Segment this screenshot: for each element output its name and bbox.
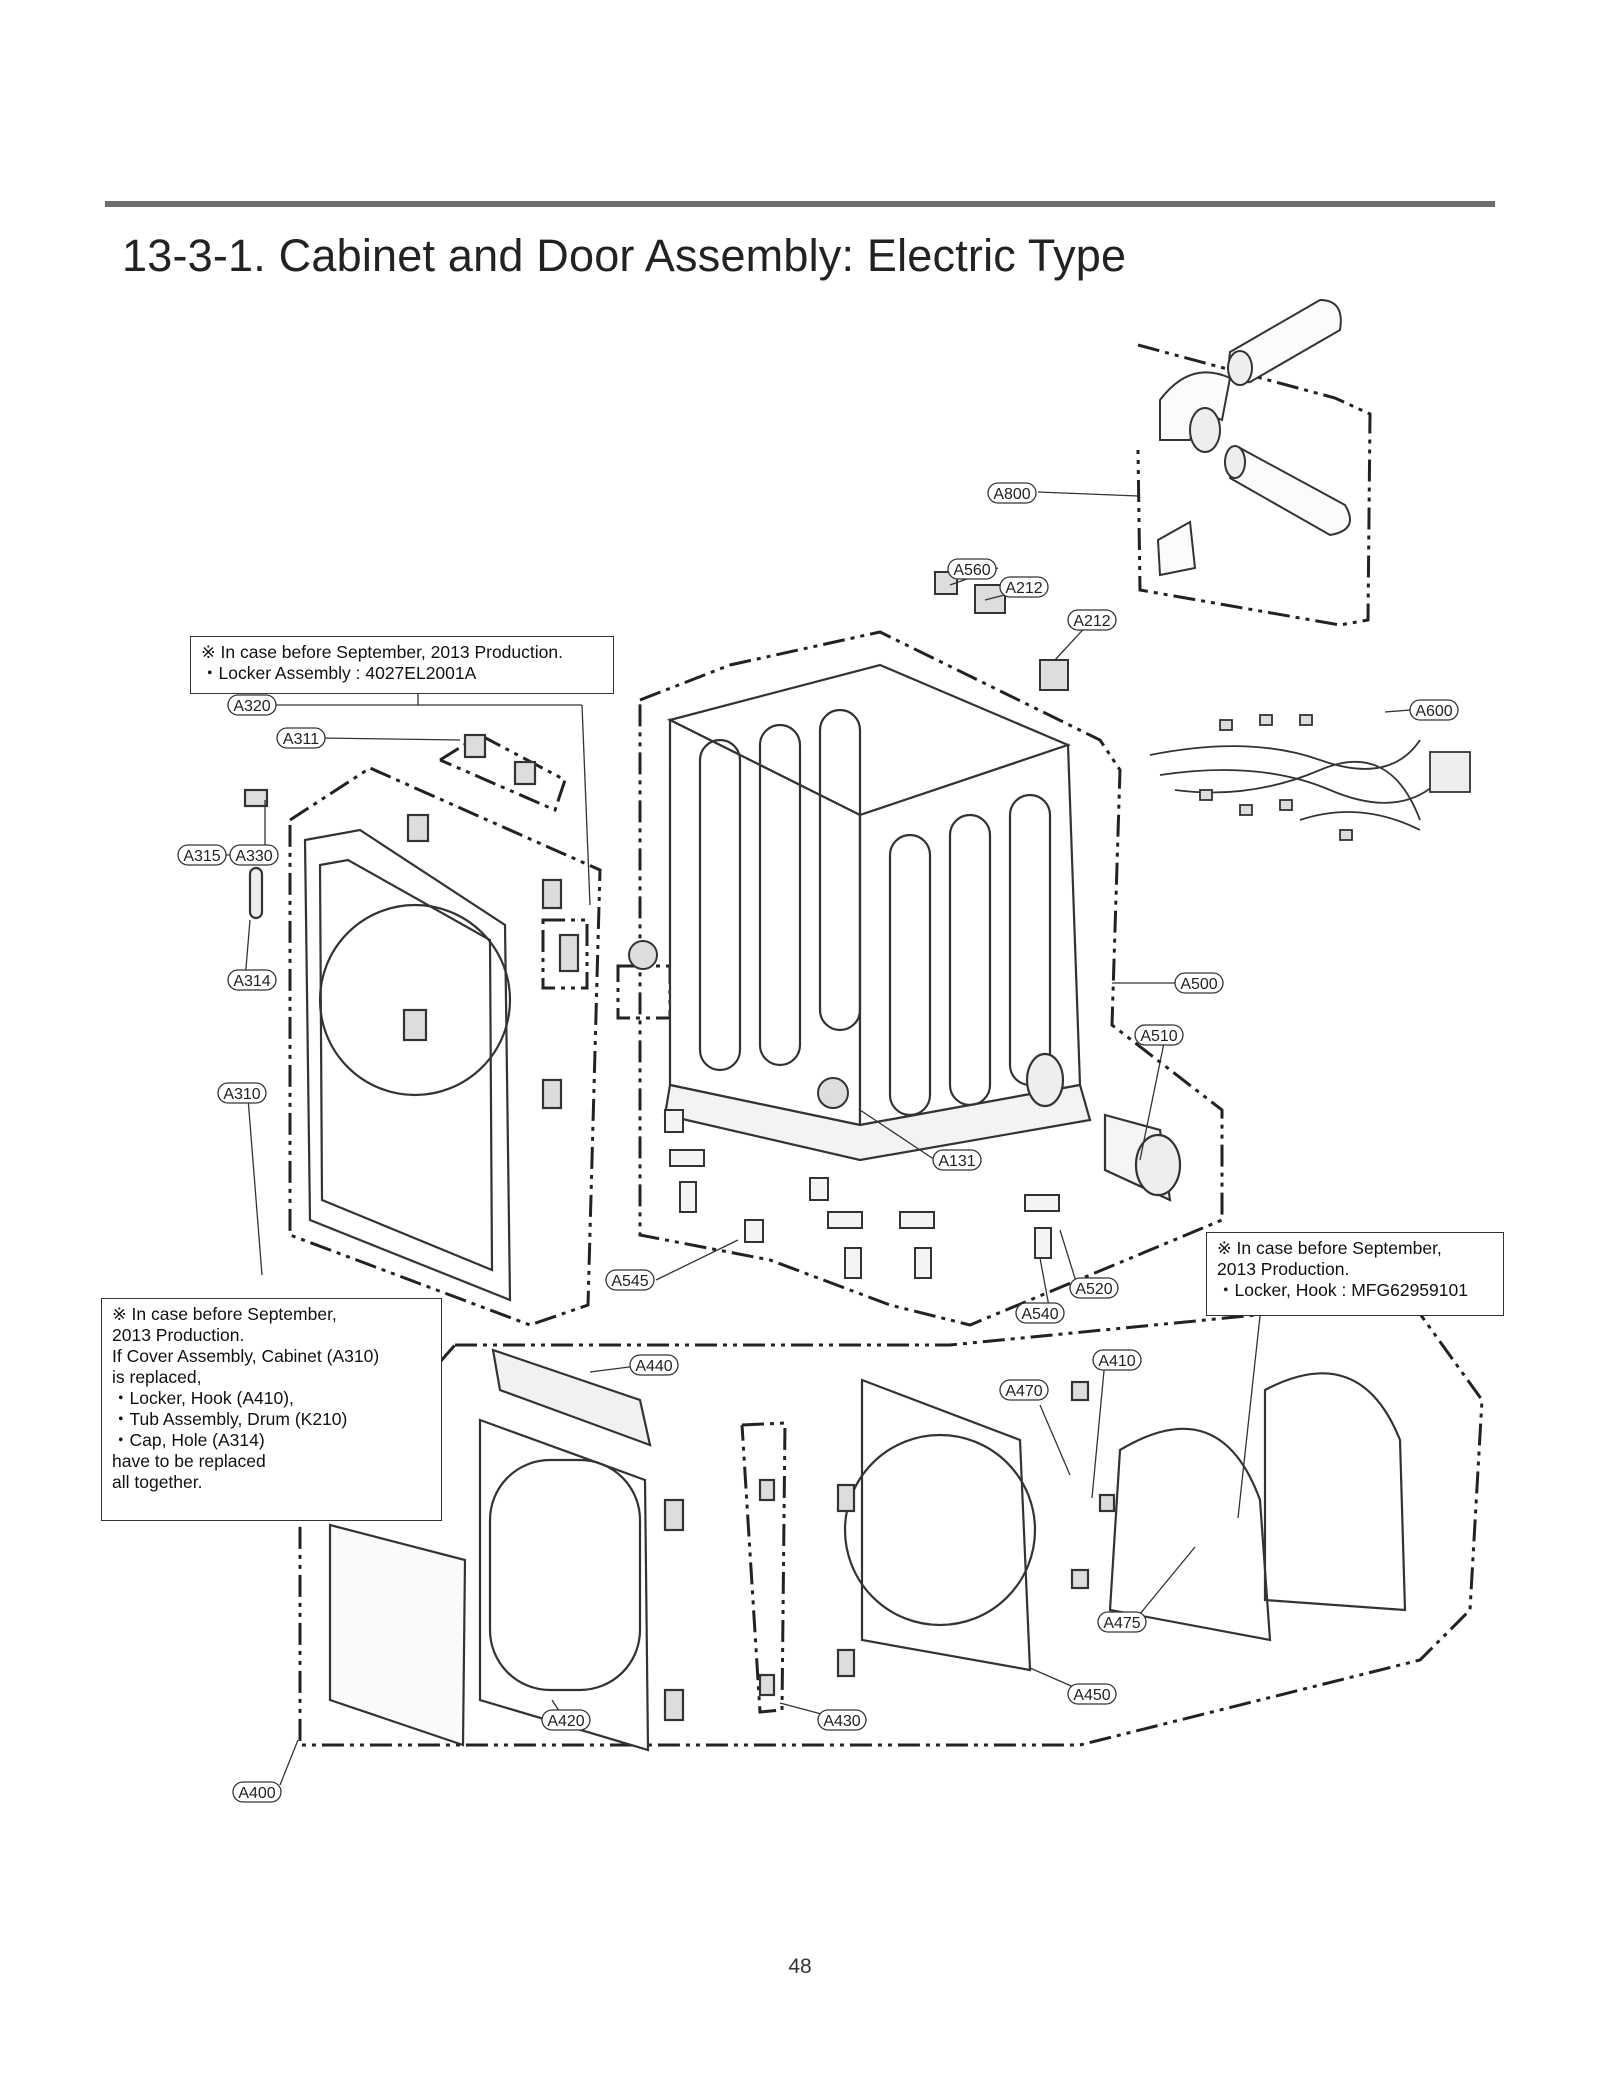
note-line: 2013 Production. bbox=[1217, 1259, 1350, 1279]
door-cover-panel bbox=[1263, 1372, 1407, 1612]
part-label-a470: A470 bbox=[999, 1379, 1049, 1401]
page-title: 13-3-1. Cabinet and Door Assembly: Elect… bbox=[122, 230, 1127, 281]
note-line: have to be replaced bbox=[112, 1451, 266, 1471]
duct-pipe-lower bbox=[1228, 446, 1351, 537]
door-gasket bbox=[1108, 1427, 1272, 1642]
svg-text:A400: A400 bbox=[238, 1785, 275, 1802]
part-label-a420: A420 bbox=[541, 1709, 591, 1731]
door-hinge-group-outline bbox=[740, 1421, 787, 1714]
cabinet-group-outline bbox=[638, 630, 1224, 1327]
svg-text:A450: A450 bbox=[1073, 1687, 1110, 1704]
door-frame-panel bbox=[478, 1418, 650, 1752]
svg-text:A510: A510 bbox=[1140, 1028, 1177, 1045]
svg-text:A800: A800 bbox=[993, 486, 1030, 503]
svg-text:A420: A420 bbox=[547, 1713, 584, 1730]
part-label-a540: A540 bbox=[1015, 1302, 1065, 1324]
door-glass-panel bbox=[328, 1523, 467, 1747]
svg-text:A430: A430 bbox=[823, 1713, 860, 1730]
part-label-a440: A440 bbox=[629, 1354, 679, 1376]
part-label-a475: A475 bbox=[1097, 1611, 1147, 1633]
part-label-a314: A314 bbox=[227, 969, 277, 991]
cap-hole-part bbox=[243, 788, 269, 808]
assembly-group-outlines bbox=[288, 343, 1484, 1747]
part-label-a311: A311 bbox=[276, 727, 326, 749]
note-line: ※ In case before September, 2013 Product… bbox=[201, 642, 563, 662]
door-parts bbox=[328, 1348, 1407, 1752]
svg-text:A315: A315 bbox=[183, 848, 220, 865]
svg-text:A470: A470 bbox=[1005, 1383, 1042, 1400]
bearing-box-cabinet bbox=[616, 964, 672, 1020]
note-line: ・Cap, Hole (A314) bbox=[112, 1430, 265, 1450]
part-label-a212-2: A212 bbox=[1067, 609, 1117, 631]
svg-text:A560: A560 bbox=[953, 562, 990, 579]
svg-text:A311: A311 bbox=[283, 731, 319, 748]
part-label-a400: A400 bbox=[232, 1781, 282, 1803]
svg-text:A212: A212 bbox=[1005, 580, 1042, 597]
svg-text:A475: A475 bbox=[1103, 1615, 1140, 1632]
part-label-a310: A310 bbox=[217, 1082, 267, 1104]
svg-text:A600: A600 bbox=[1415, 703, 1452, 720]
part-label-a430: A430 bbox=[817, 1709, 867, 1731]
part-label-a212: A212 bbox=[999, 576, 1049, 598]
svg-text:A540: A540 bbox=[1021, 1306, 1058, 1323]
note-cover-cabinet: ※ In case before September, 2013 Product… bbox=[101, 1298, 442, 1521]
svg-text:A131: A131 bbox=[938, 1153, 975, 1170]
part-label-a131: A131 bbox=[932, 1149, 982, 1171]
part-label-a500: A500 bbox=[1174, 972, 1224, 994]
note-line: ・Locker, Hook : MFG62959101 bbox=[1217, 1280, 1468, 1300]
cabinet-body bbox=[663, 663, 1182, 1202]
front-panel bbox=[243, 733, 580, 1302]
locker-group-outline bbox=[439, 733, 567, 813]
part-label-a800: A800 bbox=[987, 482, 1037, 504]
title-rule bbox=[105, 201, 1495, 207]
svg-text:A310: A310 bbox=[223, 1086, 260, 1103]
note-line: all together. bbox=[112, 1472, 203, 1492]
cabinet-small-parts bbox=[628, 571, 1069, 1279]
note-line: If Cover Assembly, Cabinet (A310) bbox=[112, 1346, 380, 1366]
wire-harness bbox=[1149, 714, 1471, 841]
svg-text:A330: A330 bbox=[235, 848, 272, 865]
door-group-outline bbox=[298, 1298, 1484, 1747]
part-label-a450: A450 bbox=[1067, 1683, 1117, 1705]
note-line: ・Locker Assembly : 4027EL2001A bbox=[201, 663, 477, 683]
part-label-a545: A545 bbox=[605, 1269, 655, 1291]
svg-text:A520: A520 bbox=[1075, 1281, 1112, 1298]
part-label-a600: A600 bbox=[1409, 699, 1459, 721]
page-number: 48 bbox=[788, 1955, 812, 1978]
part-label-a410: A410 bbox=[1092, 1349, 1142, 1371]
part-label-a330: A330 bbox=[229, 844, 279, 866]
note-line: 2013 Production. bbox=[112, 1325, 245, 1345]
svg-text:A320: A320 bbox=[233, 698, 270, 715]
note-line: ※ In case before September, bbox=[112, 1304, 337, 1324]
part-label-a520: A520 bbox=[1069, 1277, 1119, 1299]
note-locker-assembly: ※ In case before September, 2013 Product… bbox=[190, 636, 614, 694]
note-locker-hook: ※ In case before September, 2013 Product… bbox=[1206, 1232, 1504, 1316]
svg-text:A314: A314 bbox=[233, 973, 270, 990]
note-line: is replaced, bbox=[112, 1367, 202, 1387]
part-label-a315: A315 bbox=[177, 844, 227, 866]
duct-group-outline bbox=[1136, 343, 1372, 627]
svg-text:A545: A545 bbox=[611, 1273, 648, 1290]
note-line: ・Locker, Hook (A410), bbox=[112, 1388, 294, 1408]
svg-text:A212: A212 bbox=[1073, 613, 1110, 630]
door-handle-part bbox=[491, 1348, 652, 1447]
part-label-a560: A560 bbox=[947, 558, 997, 580]
svg-text:A410: A410 bbox=[1098, 1353, 1135, 1370]
svg-text:A500: A500 bbox=[1180, 976, 1217, 993]
front-panel-group-outline bbox=[288, 766, 602, 1327]
note-line: ・Tub Assembly, Drum (K210) bbox=[112, 1409, 348, 1429]
duct-clamp bbox=[1156, 520, 1197, 577]
part-labels: A800 A560 A212 A212 A600 A320 A311 A315 … bbox=[177, 482, 1459, 1803]
door-inner-frame bbox=[860, 1378, 1032, 1672]
hinge-box-left bbox=[541, 918, 589, 990]
svg-text:A440: A440 bbox=[635, 1358, 672, 1375]
part-label-a320: A320 bbox=[227, 694, 277, 716]
part-label-a510: A510 bbox=[1134, 1024, 1184, 1046]
note-line: ※ In case before September, bbox=[1217, 1238, 1442, 1258]
duct-parts bbox=[1156, 298, 1351, 577]
